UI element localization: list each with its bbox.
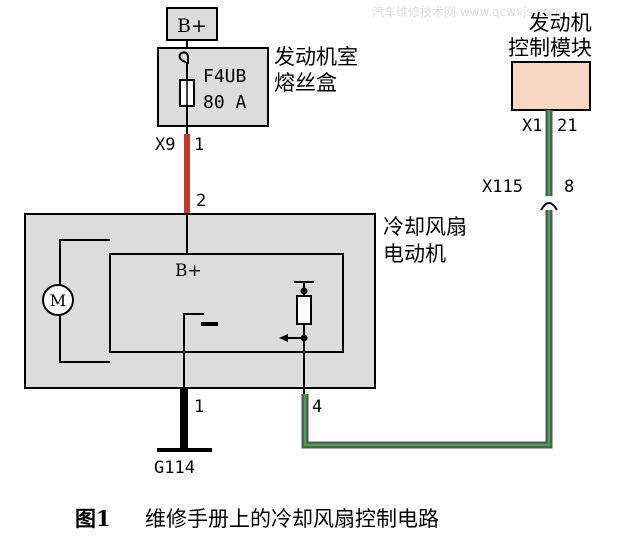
fuse-box bbox=[157, 47, 269, 127]
fan-label-1: 冷却风扇 bbox=[383, 215, 467, 239]
ecm-pin: 21 bbox=[557, 116, 577, 136]
ground-switch-icon bbox=[183, 313, 204, 392]
watermark: 汽车维修技术网 www.qcwxjs.com bbox=[372, 4, 562, 19]
ecm-box bbox=[511, 61, 591, 111]
connector-x9-pin: 1 bbox=[194, 135, 204, 155]
connector-x115-label: X115 bbox=[482, 177, 523, 197]
ecm-label-1: 发动机 bbox=[529, 11, 592, 35]
battery-box bbox=[166, 7, 218, 41]
fuse-name: F4UB bbox=[203, 66, 246, 87]
signal-wire bbox=[303, 110, 551, 447]
connector-x115-icon bbox=[540, 202, 558, 211]
ecm-connector: X1 bbox=[522, 116, 542, 136]
fuse-box-label-1: 发动机室 bbox=[274, 45, 358, 69]
ecm-label-2: 控制模块 bbox=[508, 36, 592, 60]
connector-x115-pin: 8 bbox=[564, 177, 574, 197]
arrow-left-icon bbox=[279, 334, 288, 342]
ground-label: G114 bbox=[154, 458, 195, 478]
ground-wire bbox=[180, 388, 188, 450]
caption-text: 维修手册上的冷却风扇控制电路 bbox=[145, 507, 439, 531]
motor-symbol: M bbox=[50, 291, 66, 310]
pullup-resistor bbox=[296, 295, 312, 325]
battery-label: B+ bbox=[177, 15, 207, 37]
caption-figure: 图1 bbox=[75, 506, 111, 531]
terminal-hook-icon bbox=[178, 51, 189, 64]
fan-pin-ground: 1 bbox=[194, 397, 204, 417]
fuse-box-label-2: 熔丝盒 bbox=[274, 71, 337, 95]
inner-b-plus-label: B+ bbox=[175, 261, 202, 281]
motor-icon bbox=[42, 284, 74, 316]
fan-pin-power: 2 bbox=[196, 191, 206, 211]
fuse-rating: 80 A bbox=[203, 92, 247, 113]
fan-label-2: 电动机 bbox=[383, 242, 446, 266]
connector-x9-label: X9 bbox=[155, 135, 175, 155]
power-wire bbox=[184, 134, 190, 214]
fan-pin-signal: 4 bbox=[312, 397, 322, 417]
